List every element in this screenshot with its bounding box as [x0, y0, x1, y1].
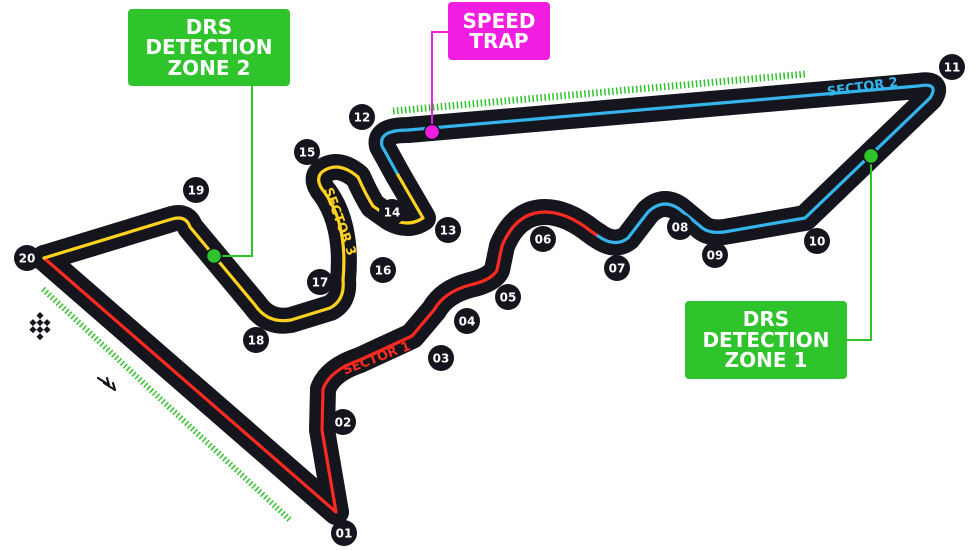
- corner-marker-02: 02: [330, 409, 356, 435]
- corner-marker-dot: [702, 242, 728, 268]
- corner-number-label: 14: [384, 205, 401, 219]
- drs-zone-1-line-2: DETECTION: [702, 327, 830, 352]
- drs-zones: [40, 70, 807, 524]
- corner-marker-dot: [349, 104, 375, 130]
- corner-marker-dot: [530, 226, 556, 252]
- corner-marker-08: 08: [667, 214, 693, 240]
- corner-marker-dot: [939, 54, 965, 80]
- corner-number-label: 17: [312, 275, 329, 289]
- corner-marker-15: 15: [294, 139, 320, 165]
- track-sectors: [42, 83, 935, 514]
- track-outline: [31, 72, 946, 525]
- speed-trap-leader: [431, 31, 448, 132]
- drs-zone-back-straight: [392, 70, 807, 115]
- corner-marker-16: 16: [370, 257, 396, 283]
- corner-marker-dot: [307, 269, 333, 295]
- corner-marker-dot: [243, 327, 269, 353]
- corner-number-label: 07: [609, 261, 626, 275]
- speed-trap-line-2: TRAP: [469, 29, 529, 53]
- corner-marker-dot: [667, 214, 693, 240]
- corner-marker-dot: [183, 177, 209, 203]
- corner-number-label: 18: [248, 333, 265, 347]
- corner-marker-dot: [428, 345, 454, 371]
- corner-marker-dot: [331, 520, 357, 546]
- corner-marker-14: 14: [379, 199, 405, 225]
- drs-zone-1-line-1: DRS: [742, 307, 790, 332]
- track-outline-sector-1: [31, 199, 611, 525]
- corner-marker-03: 03: [428, 345, 454, 371]
- drs-zone-2-line-3: ZONE 2: [167, 55, 251, 80]
- corner-marker-dot: [294, 139, 320, 165]
- drs-detection-zone-1-callout: DRS DETECTION ZONE 1: [685, 301, 847, 379]
- drs-zone-1-line-3: ZONE 1: [724, 348, 808, 373]
- chequered-flag-icon: [29, 312, 51, 341]
- corner-number-label: 03: [433, 351, 450, 365]
- corner-number-label: 01: [336, 526, 353, 540]
- corner-marker-dot: [379, 199, 405, 225]
- corner-marker-13: 13: [435, 217, 461, 243]
- corner-marker-10: 10: [804, 228, 830, 254]
- corner-marker-dot: [435, 217, 461, 243]
- corner-marker-05: 05: [495, 284, 521, 310]
- corner-marker-18: 18: [243, 327, 269, 353]
- sector-2-line: [379, 83, 935, 245]
- corner-marker-dot: [495, 284, 521, 310]
- drs-zone-2-line-1: DRS: [185, 14, 233, 39]
- corner-marker-09: 09: [702, 242, 728, 268]
- drs-detection-zone-2-callout: DRS DETECTION ZONE 2: [128, 9, 290, 86]
- corner-marker-12: 12: [349, 104, 375, 130]
- corner-number-label: 04: [459, 314, 476, 328]
- corner-marker-01: 01: [331, 520, 357, 546]
- sector-3-line: [42, 165, 425, 323]
- corner-marker-dot: [14, 245, 40, 271]
- corner-number-label: 06: [535, 232, 552, 246]
- corner-marker-07: 07: [604, 255, 630, 281]
- corner-marker-20: 20: [14, 245, 40, 271]
- drs-zone-1-leader: [847, 156, 872, 341]
- corner-marker-19: 19: [183, 177, 209, 203]
- corner-marker-11: 11: [939, 54, 965, 80]
- corner-number-label: 11: [944, 60, 961, 74]
- corner-marker-06: 06: [530, 226, 556, 252]
- drs-zone-main-straight: [40, 286, 294, 524]
- corner-marker-dot: [370, 257, 396, 283]
- corner-marker-dot: [330, 409, 356, 435]
- direction-chevrons-icon: [96, 376, 117, 392]
- corner-number-label: 20: [19, 251, 36, 265]
- corner-marker-17: 17: [307, 269, 333, 295]
- corner-number-label: 12: [354, 110, 371, 124]
- corner-number-label: 05: [500, 290, 517, 304]
- corner-markers: 01 02 03 04 05 06 07 08 09 10 11 12 13 14 15 16 17 18 19 20: [14, 54, 965, 546]
- corner-marker-dot: [454, 308, 480, 334]
- speed-trap-point: [423, 123, 441, 141]
- corner-number-label: 09: [707, 248, 724, 262]
- corner-number-label: 15: [299, 145, 316, 159]
- corner-marker-04: 04: [454, 308, 480, 334]
- corner-number-label: 19: [188, 183, 205, 197]
- drs-detection-point-2: [205, 247, 223, 265]
- corner-number-label: 16: [375, 263, 392, 277]
- corner-number-label: 08: [672, 220, 689, 234]
- corner-marker-dot: [604, 255, 630, 281]
- drs-zone-2-line-2: DETECTION: [145, 35, 273, 60]
- corner-marker-dot: [804, 228, 830, 254]
- corner-number-label: 02: [335, 415, 352, 429]
- sector-1-line: [42, 210, 600, 514]
- corner-number-label: 10: [809, 234, 826, 248]
- callout-leaders: [214, 31, 872, 341]
- corner-number-label: 13: [440, 223, 457, 237]
- speed-trap-line-1: SPEED: [462, 8, 536, 33]
- drs-detection-point-1: [862, 147, 880, 165]
- drs-zone-2-leader: [214, 86, 253, 257]
- speed-trap-callout: SPEED TRAP: [448, 2, 550, 60]
